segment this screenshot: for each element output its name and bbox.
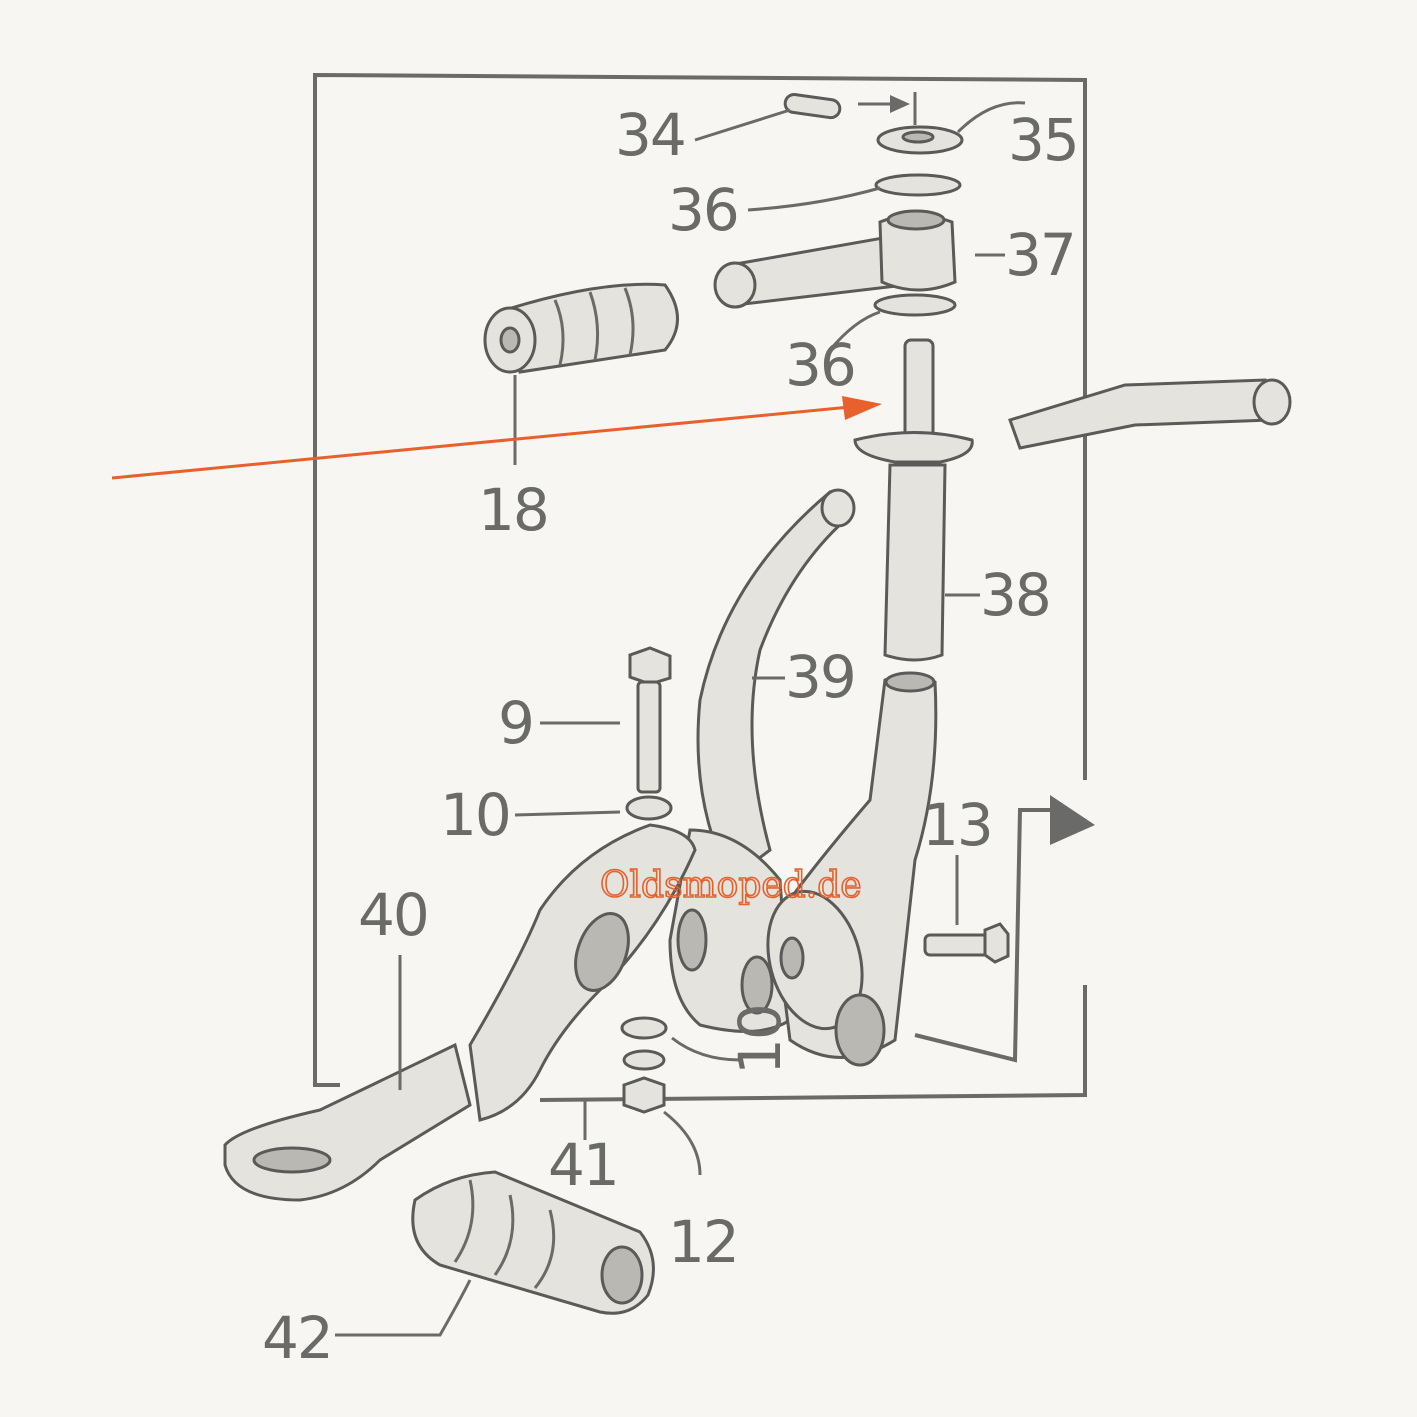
label-12: 12 — [668, 1208, 738, 1276]
frame-side-step — [914, 808, 1050, 1063]
frame-arrow-right — [1050, 795, 1095, 845]
highlight-arrow-line — [111, 405, 851, 480]
part-10-upper-washer — [625, 795, 673, 821]
part-40-kick-arm — [223, 823, 697, 1202]
label-18: 18 — [478, 476, 548, 544]
arrow-34-head — [890, 95, 910, 113]
label-38: 38 — [980, 561, 1050, 629]
label-10-upper: 10 — [440, 781, 510, 849]
frame-bottom-edge — [539, 985, 1087, 1102]
leader-34 — [694, 108, 791, 142]
part-13-bolt — [923, 922, 1010, 964]
label-41: 41 — [548, 1131, 618, 1199]
part-18-grip — [483, 282, 679, 374]
leader-36-upper — [747, 186, 881, 212]
part-lever-lower — [766, 671, 938, 1067]
leader-12 — [663, 1110, 702, 1176]
part-41-lock-washer — [622, 1049, 666, 1071]
part-39-kick-lever — [668, 488, 856, 1033]
label-40: 40 — [358, 881, 428, 949]
part-37-lever — [713, 209, 957, 309]
label-39: 39 — [785, 643, 855, 711]
frame-outline — [313, 72, 1087, 1087]
label-35: 35 — [1008, 106, 1078, 174]
label-36-lower: 36 — [785, 331, 855, 399]
leader-36-lower — [828, 310, 881, 351]
leader-10-upper — [514, 810, 621, 817]
part-38-shaft — [853, 338, 974, 662]
part-9-bolt — [628, 646, 672, 794]
leader-42 — [335, 1279, 472, 1337]
highlight-arrow-head — [842, 396, 882, 420]
label-13: 13 — [922, 791, 992, 859]
label-36-upper: 36 — [668, 176, 738, 244]
part-12-nut — [622, 1076, 666, 1114]
watermark-text: Oldsmoped.de — [600, 865, 862, 906]
part-handle-bar-right — [1008, 378, 1292, 450]
part-34-pin — [783, 92, 842, 120]
leader-10-lower — [671, 1036, 741, 1062]
part-36-upper-washer — [874, 173, 962, 197]
part-42-pedal-rubber — [411, 1170, 655, 1315]
leader-35 — [956, 101, 1026, 134]
part-36-lower-washer — [873, 293, 957, 317]
label-10-lower: 10 — [726, 1005, 794, 1075]
part-35-hole — [901, 130, 935, 144]
label-37: 37 — [1005, 221, 1075, 289]
label-9: 9 — [498, 689, 533, 757]
part-10-lower-washer — [620, 1016, 668, 1040]
label-42: 42 — [262, 1304, 332, 1372]
label-34: 34 — [615, 101, 685, 169]
